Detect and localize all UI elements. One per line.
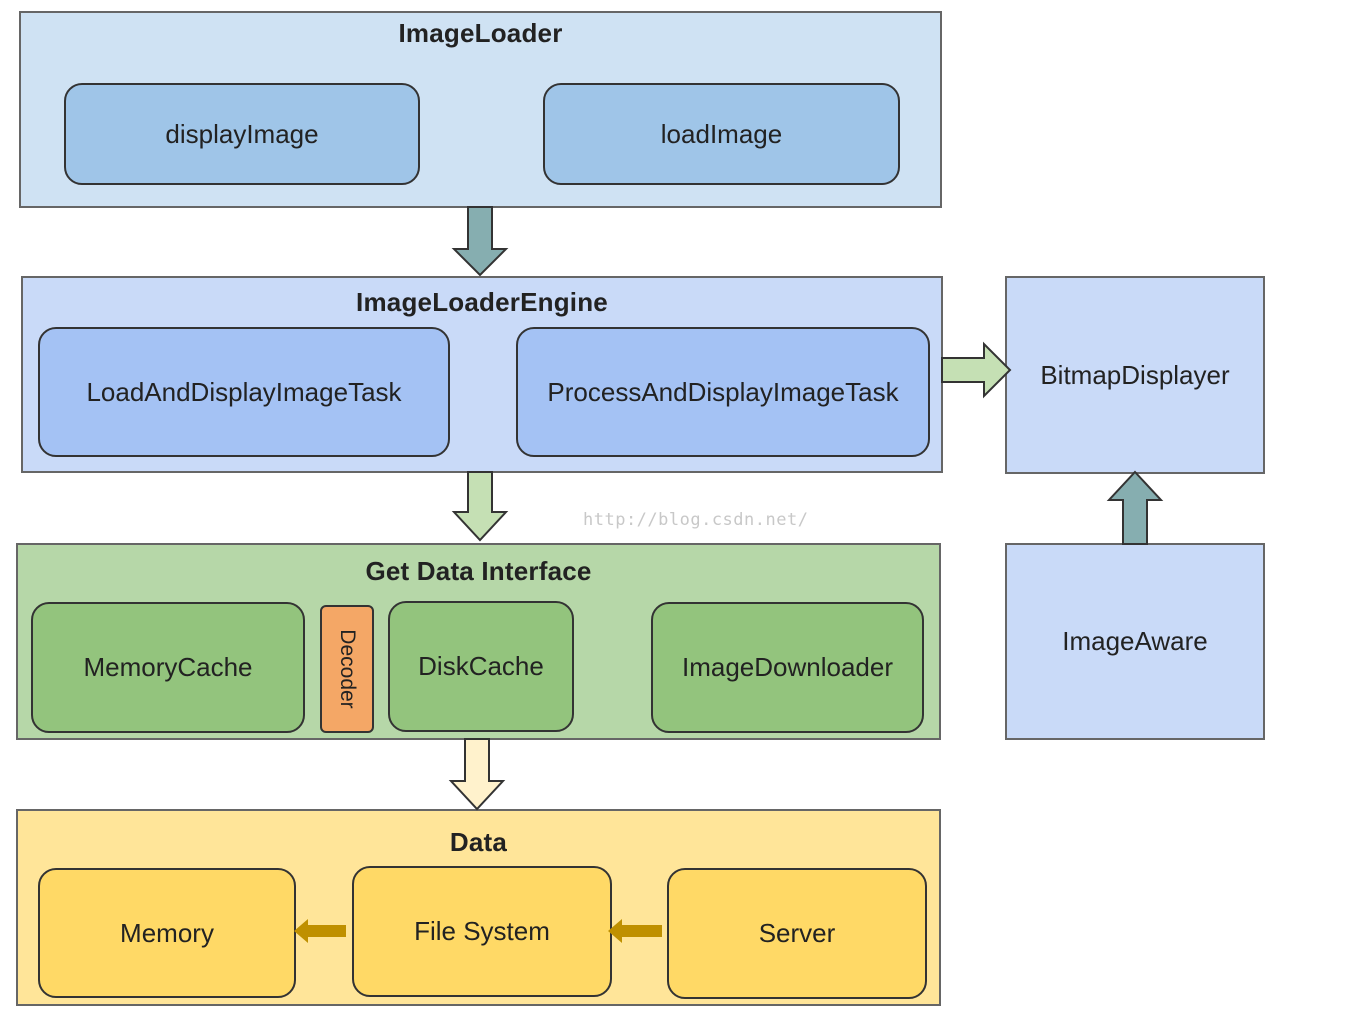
- process-and-display-image-task-box: ProcessAndDisplayImageTask: [516, 327, 930, 457]
- load-image-box: loadImage: [543, 83, 900, 185]
- memory-cache-box: MemoryCache: [31, 602, 305, 733]
- decoder-box: Decoder: [320, 605, 374, 733]
- image-downloader-box: ImageDownloader: [651, 602, 924, 733]
- image-aware-box: ImageAware: [1005, 543, 1265, 740]
- image-loader-layer: ImageLoader displayImage loadImage: [19, 11, 942, 208]
- arrow-server-to-file-system: [608, 919, 662, 943]
- data-layer: Data Memory File System Server: [16, 809, 941, 1006]
- watermark-text: http://blog.csdn.net/: [583, 510, 809, 530]
- disk-cache-box: DiskCache: [388, 601, 574, 732]
- file-system-box: File System: [352, 866, 612, 997]
- arrow-engine-to-get-data: [451, 471, 509, 542]
- image-loader-engine-layer: ImageLoaderEngine LoadAndDisplayImageTas…: [21, 276, 943, 473]
- arrow-image-aware-to-bitmap-displayer: [1106, 470, 1164, 545]
- image-loader-engine-title: ImageLoaderEngine: [356, 287, 608, 317]
- server-box: Server: [667, 868, 927, 999]
- display-image-box: displayImage: [64, 83, 420, 185]
- arrow-loader-to-engine: [451, 206, 509, 277]
- memory-box: Memory: [38, 868, 296, 998]
- get-data-interface-layer: Get Data Interface MemoryCache Decoder D…: [16, 543, 941, 740]
- data-title: Data: [449, 827, 508, 857]
- decoder-label: Decoder: [336, 629, 359, 709]
- image-loader-title: ImageLoader: [398, 18, 563, 48]
- bitmap-displayer-box: BitmapDisplayer: [1005, 276, 1265, 474]
- load-and-display-image-task-box: LoadAndDisplayImageTask: [38, 327, 450, 457]
- arrow-engine-to-bitmap-displayer: [941, 341, 1012, 399]
- arrow-file-system-to-memory: [294, 919, 346, 943]
- arrow-get-data-to-data: [448, 738, 506, 811]
- get-data-interface-title: Get Data Interface: [365, 556, 592, 586]
